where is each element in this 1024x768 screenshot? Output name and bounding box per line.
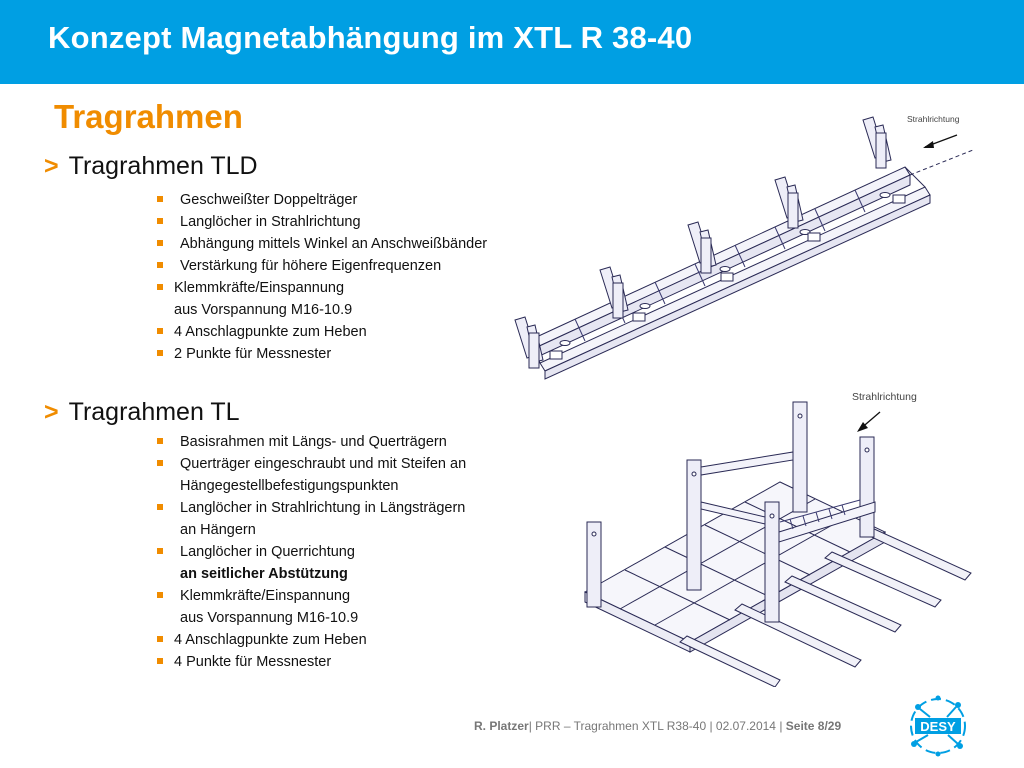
list-item: Abhängung mittels Winkel an Anschweißbän… — [156, 233, 487, 255]
square-bullet-icon — [157, 328, 163, 334]
square-bullet-icon — [157, 548, 163, 554]
square-bullet-icon — [157, 284, 163, 290]
desy-logo-icon: DESY — [910, 695, 966, 757]
beam-direction-label-tl: Strahlrichtung — [852, 391, 917, 403]
footer-author: R. Platzer — [474, 719, 529, 733]
list-item: Langlöcher in Strahlrichtung in Längsträ… — [156, 497, 466, 541]
square-bullet-icon — [157, 218, 163, 224]
square-bullet-icon — [157, 592, 163, 598]
slide-title: Konzept Magnetabhängung im XTL R 38-40 — [48, 20, 693, 55]
section-title: Tragrahmen TL — [68, 398, 240, 426]
list-item: Geschweißter Doppelträger — [156, 189, 487, 211]
list-item: Querträger eingeschraubt und mit Steifen… — [156, 453, 466, 497]
footer-page-number: Seite 8/29 — [785, 719, 842, 733]
arrow-head-icon — [857, 422, 868, 432]
footer-project: PRR – Tragrahmen XTL R38-40 — [531, 719, 707, 733]
title-bar: Konzept Magnetabhängung im XTL R 38-40 — [0, 0, 1024, 84]
list-item: Verstärkung für höhere Eigenfrequenzen — [156, 255, 487, 277]
list-item: 2 Punkte für Messnester — [156, 343, 487, 365]
list-item: 4 Anschlagpunkte zum Heben — [156, 629, 466, 651]
chevron-right-icon: > — [44, 398, 59, 426]
tl-frame-drawing: Strahlrichtung — [583, 391, 972, 687]
square-bullet-icon — [157, 240, 163, 246]
footer-date: 02.07.2014 — [715, 719, 776, 733]
square-bullet-icon — [157, 438, 163, 444]
square-bullet-icon — [157, 658, 163, 664]
beam-direction-label-tld: Strahlrichtung — [907, 114, 960, 124]
square-bullet-icon — [157, 504, 163, 510]
square-bullet-icon — [157, 262, 163, 268]
chevron-right-icon: > — [44, 152, 59, 180]
square-bullet-icon — [157, 350, 163, 356]
tld-frame-drawing: Strahlrichtung — [514, 114, 974, 380]
slide-subtitle: Tragrahmen — [54, 98, 243, 135]
square-bullet-icon — [157, 636, 163, 642]
square-bullet-icon — [157, 196, 163, 202]
list-item: 4 Anschlagpunkte zum Heben — [156, 321, 487, 343]
section-heading-tld: > Tragrahmen TLD — [44, 152, 258, 181]
list-item: Basisrahmen mit Längs- und Querträgern — [156, 431, 466, 453]
square-bullet-icon — [157, 460, 163, 466]
section-heading-tl: > Tragrahmen TL — [44, 398, 240, 427]
section-title: Tragrahmen TLD — [68, 152, 258, 180]
slide-footer: R. Platzer| PRR – Tragrahmen XTL R38-40 … — [474, 719, 842, 733]
list-item: 4 Punkte für Messnester — [156, 651, 466, 673]
logo-text: DESY — [920, 719, 956, 734]
bullet-list-tld: Geschweißter Doppelträger Langlöcher in … — [156, 189, 487, 365]
arrow-head-icon — [923, 141, 934, 148]
bullet-list-tl: Basisrahmen mit Längs- und Querträgern Q… — [156, 431, 466, 673]
list-item: Langlöcher in Strahlrichtung — [156, 211, 487, 233]
